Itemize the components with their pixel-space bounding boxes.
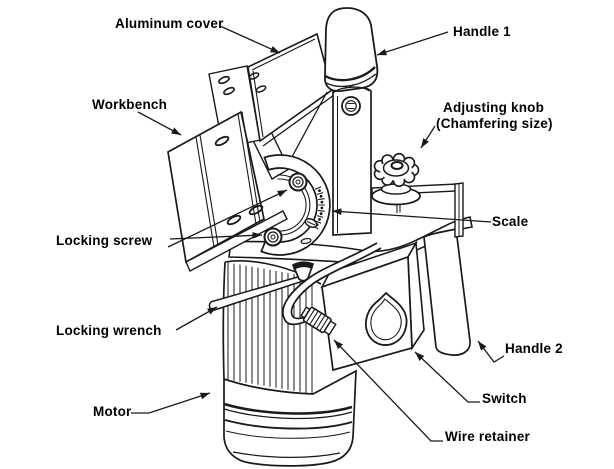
label-adjusting-knob-line-1: Adjusting knob [443, 100, 545, 115]
label-locking-wrench: Locking wrench [56, 323, 162, 338]
leader-locking-screw-b [167, 189, 288, 248]
scale-ticks [312, 186, 325, 230]
wire-funnel-drawing [291, 261, 315, 282]
scale-arc-drawing [260, 154, 331, 256]
leader-locking-wrench [175, 306, 218, 331]
label-wire-retainer: Wire retainer [445, 429, 531, 444]
label-aluminum-cover: Aluminum cover [115, 16, 224, 31]
wire-retainer-drawing [300, 306, 337, 336]
workbench-drawing [167, 110, 288, 272]
switch-drawing [365, 291, 408, 346]
handle-1-drawing [324, 7, 379, 94]
label-motor: Motor [93, 404, 132, 419]
switch-box-drawing [320, 240, 425, 372]
label-workbench: Workbench [92, 97, 168, 112]
power-wire-drawing [282, 242, 382, 326]
leader-adjusting-knob [420, 125, 436, 149]
leader-motor [131, 392, 211, 414]
leader-workbench [137, 111, 182, 136]
leader-wire-retainer [333, 339, 443, 442]
label-locking-screw: Locking screw [56, 233, 153, 248]
adjusting-knob-drawing [371, 152, 421, 213]
handle-2-drawing [423, 227, 471, 356]
leader-lines [131, 25, 505, 442]
motor-lower-drawing [223, 369, 357, 467]
leader-handle-2 [477, 340, 505, 363]
leader-aluminum-cover [219, 25, 281, 54]
label-switch: Switch [482, 391, 527, 406]
label-adjusting-knob-line-2: (Chamfering size) [436, 116, 553, 131]
label-scale: Scale [492, 214, 529, 229]
label-handle-2: Handle 2 [505, 341, 563, 356]
leader-switch [414, 351, 480, 403]
leader-scale [331, 208, 492, 223]
locking-screw-upper-drawing [288, 172, 308, 192]
leader-handle-1 [376, 31, 449, 56]
locking-screw-lower-drawing [263, 227, 283, 247]
label-handle-1: Handle 1 [453, 24, 511, 39]
